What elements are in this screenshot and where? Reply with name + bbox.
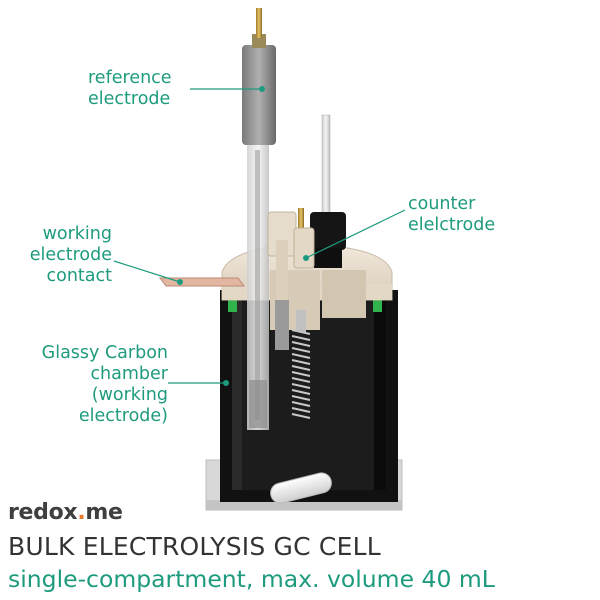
brand-logo: redox.me — [8, 500, 123, 525]
o-ring-right — [373, 300, 382, 312]
stir-bar — [270, 472, 332, 504]
working-gold-pin — [298, 208, 304, 230]
marker-reference — [259, 86, 265, 92]
marker-counter — [303, 255, 309, 261]
label-glassy-carbon-chamber: Glassy Carbon chamber (working electrode… — [41, 343, 168, 426]
counter-black-cap — [310, 212, 346, 250]
label-working-electrode-contact: working electrode contact — [29, 224, 112, 286]
marker-working-contact — [177, 279, 183, 285]
o-ring-left — [228, 300, 237, 312]
label-counter-electrode: counter elelctrode — [408, 194, 496, 235]
reference-gold-pin — [256, 8, 262, 38]
leader-counter — [305, 209, 406, 259]
label-reference-electrode: reference electrode — [88, 68, 172, 109]
product-title: BULK ELECTROLYSIS GC CELL — [8, 532, 381, 561]
marker-glassy-carbon — [223, 380, 229, 386]
counter-rod — [321, 114, 331, 226]
leader-working-contact — [113, 260, 181, 283]
reference-body — [242, 45, 276, 145]
product-subtitle: single-compartment, max. volume 40 mL — [8, 565, 495, 593]
